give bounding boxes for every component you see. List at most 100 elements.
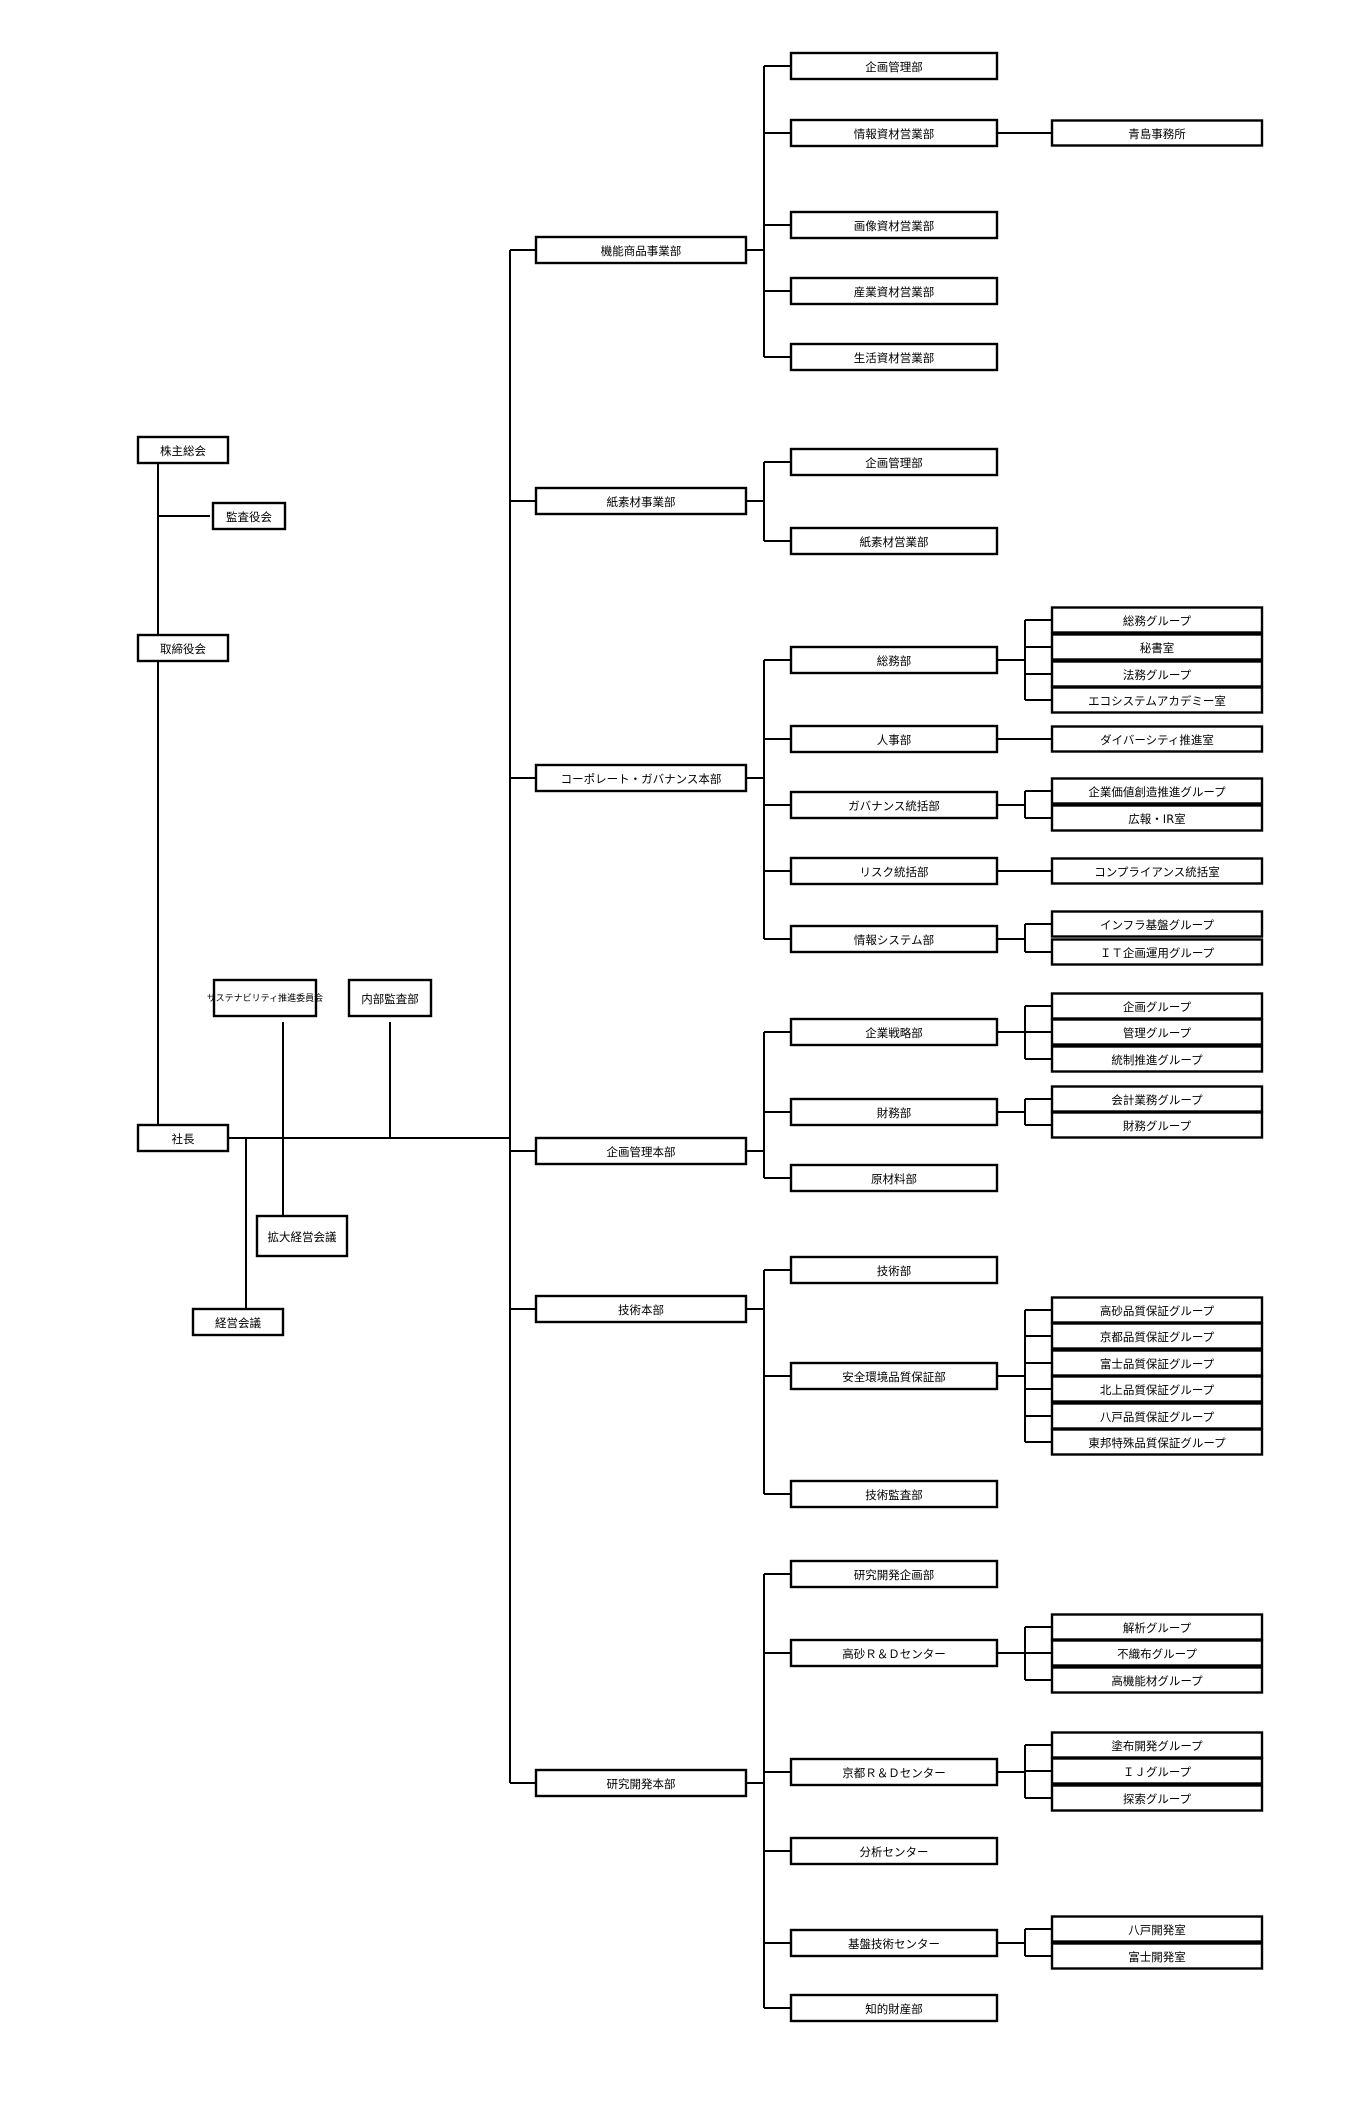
board-of-auditors-box-label: 監査役会 (226, 510, 272, 524)
department-box-frame (789, 856, 999, 886)
division-box-label: 機能商品事業部 (601, 244, 682, 258)
division-box-frame (534, 1768, 748, 1798)
group-box: 解析グループ (1050, 1613, 1264, 1641)
department-box: 財務部 (789, 1097, 999, 1127)
group-box-label: 会計業務グループ (1111, 1093, 1203, 1107)
division-box-label: 紙素材事業部 (607, 495, 676, 509)
group-box-frame (1050, 1784, 1264, 1812)
department-box-frame (789, 1928, 999, 1958)
group-box: 広報・IR室 (1050, 804, 1264, 832)
group-box-label: 八戸開発室 (1128, 1923, 1186, 1937)
board-of-directors-box: 取締役会 (136, 633, 230, 663)
department-box: 情報システム部 (789, 924, 999, 954)
sustainability-committee-box-frame (212, 978, 318, 1018)
division-box-frame (534, 1136, 748, 1166)
group-box: 探索グループ (1050, 1784, 1264, 1812)
department-box: 企画管理部 (789, 447, 999, 477)
internal-audit-box: 内部監査部 (347, 978, 433, 1018)
department-box-frame (789, 1361, 999, 1391)
group-box: 京都品質保証グループ (1050, 1322, 1264, 1350)
management-meeting-box-label: 経営会議 (215, 1316, 261, 1330)
group-box-label: 広報・IR室 (1128, 812, 1185, 826)
department-box-label: 産業資材営業部 (854, 285, 935, 299)
department-box-label: 画像資材営業部 (854, 219, 935, 233)
department-box-frame (789, 276, 999, 306)
group-box-frame (1050, 1915, 1264, 1943)
department-box-frame (789, 1479, 999, 1509)
division-box-label: 研究開発本部 (607, 1777, 676, 1791)
department-box: ガバナンス統括部 (789, 790, 999, 820)
group-box-frame (1050, 1757, 1264, 1785)
group-box: ダイバーシティ推進室 (1050, 725, 1264, 753)
department-box: 生活資材営業部 (789, 342, 999, 372)
division-box: 機能商品事業部 (534, 235, 748, 265)
department-box-label: 情報システム部 (854, 933, 934, 947)
group-box: 管理グループ (1050, 1018, 1264, 1046)
department-box-frame (789, 1163, 999, 1193)
department-box: 企業戦略部 (789, 1017, 999, 1047)
department-box-label: 京都Ｒ＆Ｄセンター (842, 1766, 946, 1780)
department-box-frame (789, 526, 999, 556)
group-box-frame (1050, 1428, 1264, 1456)
department-box: 原材料部 (789, 1163, 999, 1193)
department-box-frame (789, 447, 999, 477)
division-box-frame (534, 486, 748, 516)
group-box-label: インフラ基盤グループ (1100, 918, 1214, 932)
department-box-label: 人事部 (877, 733, 912, 747)
group-box-label: 財務グループ (1123, 1119, 1192, 1133)
division-box-frame (534, 763, 748, 793)
group-box-frame (1050, 1349, 1264, 1377)
department-box: 総務部 (789, 645, 999, 675)
department-box-frame (789, 1559, 999, 1589)
department-box: 研究開発企画部 (789, 1559, 999, 1589)
group-box: 高機能材グループ (1050, 1666, 1264, 1694)
division-box-label: 技術本部 (618, 1303, 664, 1317)
group-box-frame (1050, 686, 1264, 714)
department-box: 技術監査部 (789, 1479, 999, 1509)
group-box-label: 八戸品質保証グループ (1100, 1410, 1215, 1424)
department-box-frame (789, 1017, 999, 1047)
department-box-frame (789, 1097, 999, 1127)
shareholders-meeting-box-label: 株主総会 (160, 444, 206, 458)
expanded-management-meeting-box: 拡大経営会議 (255, 1214, 349, 1258)
division-box-label: 企画管理本部 (607, 1145, 676, 1159)
group-box-label: 京都品質保証グループ (1100, 1330, 1215, 1344)
shareholders-meeting-box-frame (136, 435, 230, 465)
expanded-management-meeting-box-label: 拡大経営会議 (268, 1230, 337, 1244)
group-box: コンプライアンス統括室 (1050, 857, 1264, 885)
division-box-label: コーポレート・ガバナンス本部 (561, 772, 722, 786)
group-box-label: 総務グループ (1123, 614, 1192, 628)
group-box-label: 探索グループ (1123, 1792, 1192, 1806)
department-box-label: 企画管理部 (865, 60, 923, 74)
group-box-label: 解析グループ (1123, 1621, 1192, 1635)
group-box-frame (1050, 1375, 1264, 1403)
group-box: 塗布開発グループ (1050, 1731, 1264, 1759)
department-box-label: 原材料部 (871, 1172, 917, 1186)
department-box: リスク統括部 (789, 856, 999, 886)
group-box: 北上品質保証グループ (1050, 1375, 1264, 1403)
division-box: 研究開発本部 (534, 1768, 748, 1798)
department-box-frame (789, 1638, 999, 1668)
division-box: 技術本部 (534, 1294, 748, 1324)
department-box-label: 総務部 (877, 654, 912, 668)
group-box: 富士開発室 (1050, 1942, 1264, 1970)
group-box-frame (1050, 725, 1264, 753)
group-box-frame (1050, 1942, 1264, 1970)
department-box: 人事部 (789, 724, 999, 754)
group-box-frame (1050, 1111, 1264, 1139)
group-box-label: 秘書室 (1140, 641, 1175, 655)
group-box-frame (1050, 992, 1264, 1020)
department-box: 基盤技術センター (789, 1928, 999, 1958)
department-box: 分析センター (789, 1836, 999, 1866)
group-box-label: 富士品質保証グループ (1100, 1357, 1215, 1371)
group-box-frame (1050, 633, 1264, 661)
department-box-label: 企業戦略部 (865, 1026, 923, 1040)
president-box-label: 社長 (172, 1132, 195, 1146)
group-box-frame (1050, 910, 1264, 938)
department-box-frame (789, 724, 999, 754)
department-box: 技術部 (789, 1255, 999, 1285)
group-box-frame (1050, 1322, 1264, 1350)
department-box-frame (789, 118, 999, 148)
department-box-label: リスク統括部 (860, 865, 929, 879)
